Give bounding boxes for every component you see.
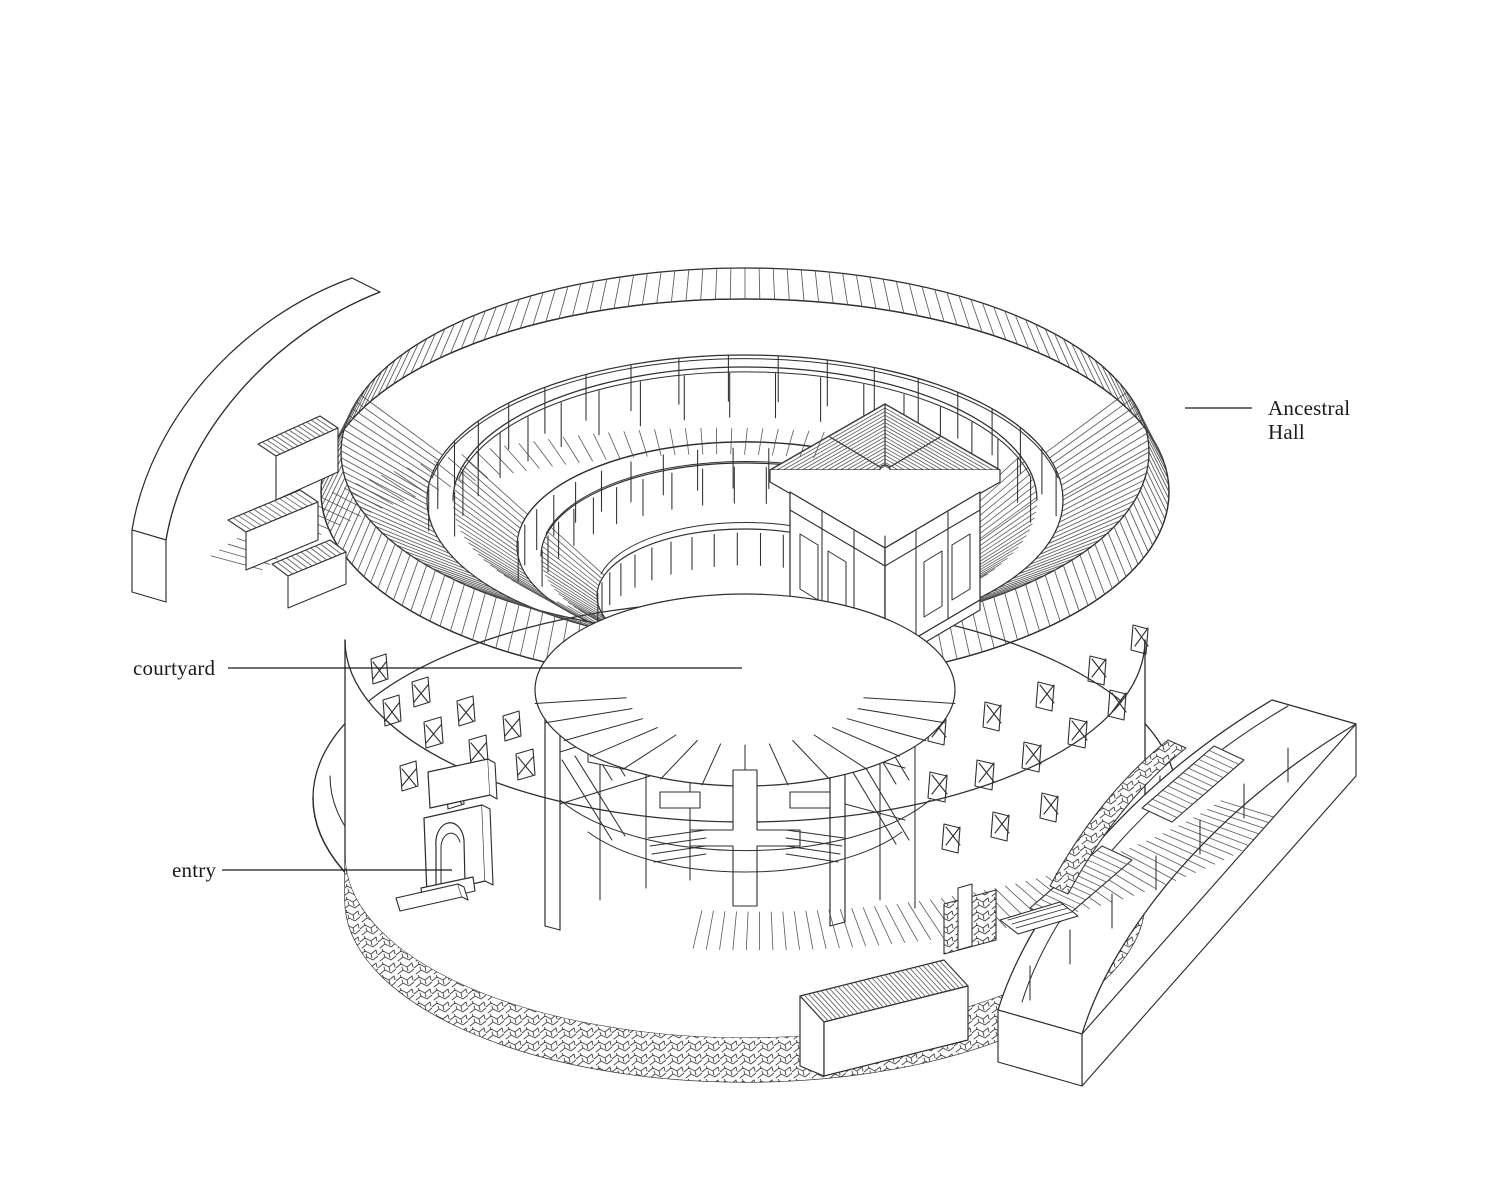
outer-wall-windows bbox=[370, 624, 1149, 854]
ancestral-hall[interactable] bbox=[769, 403, 1001, 667]
ramp-southeast bbox=[999, 901, 1079, 935]
callout-courtyard: courtyard bbox=[133, 656, 216, 680]
callout-entry: entry bbox=[172, 858, 217, 882]
outbuilding-northwest[interactable] bbox=[131, 277, 825, 609]
callout-ancestral-hall: Ancestral Hall bbox=[1268, 396, 1351, 445]
courtyard-paving bbox=[534, 593, 956, 907]
outer-roof-inner-tiles bbox=[340, 391, 1150, 646]
entry-plaque bbox=[427, 758, 498, 809]
outbuilding-south[interactable] bbox=[799, 883, 997, 1077]
entry-gate[interactable] bbox=[395, 758, 498, 912]
